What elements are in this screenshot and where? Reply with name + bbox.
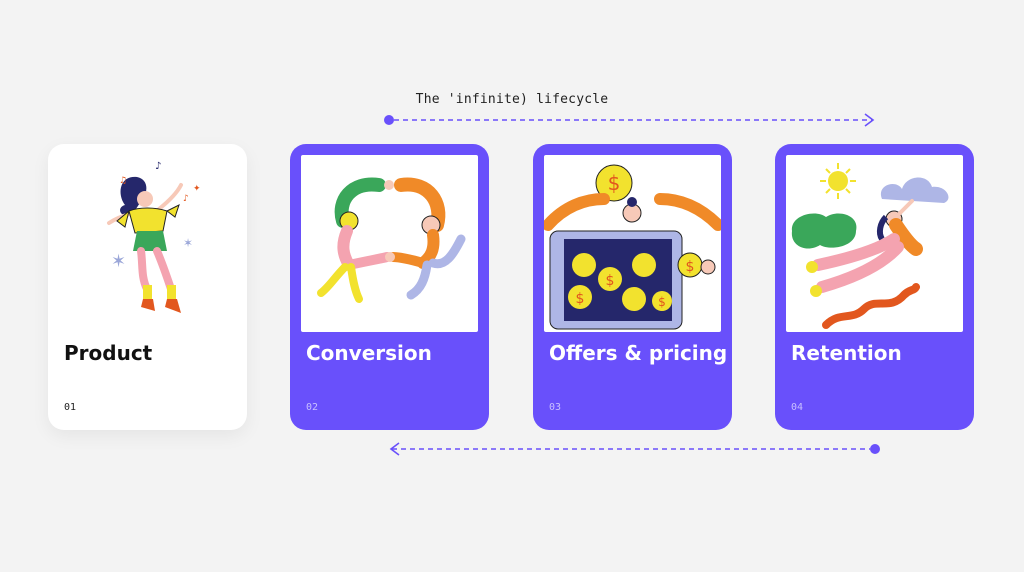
forward-arrow (384, 113, 875, 127)
svg-text:$: $ (606, 273, 615, 289)
card-number: 02 (306, 402, 319, 413)
card-number: 04 (791, 402, 804, 413)
svg-text:$: $ (658, 295, 666, 309)
svg-text:♪: ♪ (183, 194, 189, 204)
coins-tablet-illustration: $ $ $ $ $ (544, 155, 721, 332)
svg-text:$: $ (576, 291, 585, 307)
svg-text:✦: ✦ (193, 184, 201, 194)
lifecycle-caption: The 'infinite) lifecycle (415, 92, 609, 107)
card-title: Product (64, 341, 153, 365)
card-offers-pricing: $ $ $ $ $ Offers & pricing 03 (533, 144, 732, 430)
person-holding-cloud-illustration (786, 155, 963, 332)
card-title: Offers & pricing (549, 341, 728, 365)
card-number: 03 (549, 402, 562, 413)
card-number: 01 (64, 402, 77, 413)
svg-text:$: $ (608, 171, 621, 195)
card-title: Retention (791, 341, 902, 365)
two-people-forming-circle-illustration (301, 155, 478, 332)
card-conversion: Conversion 02 (290, 144, 489, 430)
dancing-woman-illustration: ♪ ♫ ♪ ✶ ✶ ✦ (59, 155, 236, 332)
svg-text:✶: ✶ (111, 251, 126, 272)
card-title: Conversion (306, 341, 432, 365)
return-arrow (389, 442, 880, 456)
svg-text:♫: ♫ (119, 176, 127, 186)
svg-text:♪: ♪ (155, 161, 161, 172)
card-product: ♪ ♫ ♪ ✶ ✶ ✦ Product 01 (48, 144, 247, 430)
svg-text:✶: ✶ (183, 236, 193, 250)
svg-text:$: $ (686, 259, 695, 275)
card-retention: Retention 04 (775, 144, 974, 430)
